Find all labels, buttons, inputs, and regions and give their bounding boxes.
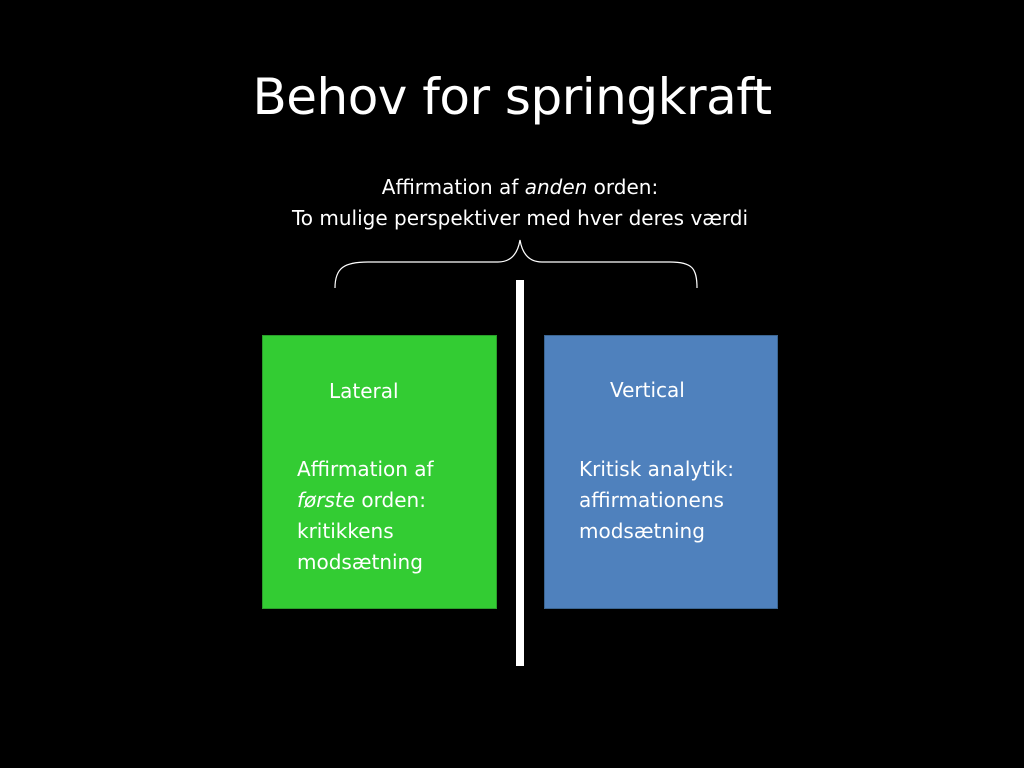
subtitle-line-1-prefix: Affirmation af xyxy=(381,175,525,199)
lateral-heading: Lateral xyxy=(329,379,399,403)
lateral-body: Affirmation af første orden: kritikkens … xyxy=(297,454,487,578)
lateral-body-line-2-suffix: orden: xyxy=(355,488,426,512)
lateral-body-emphasis: første xyxy=(297,488,356,512)
lateral-body-line-2: første orden: xyxy=(297,485,487,516)
subtitle-emphasis: anden xyxy=(524,175,588,199)
lateral-body-line-4: modsætning xyxy=(297,550,423,574)
vertical-divider xyxy=(516,280,524,666)
vertical-body-line-2: affirmationens xyxy=(579,488,724,512)
lateral-body-line-3: kritikkens xyxy=(297,519,394,543)
vertical-box: Vertical Kritisk analytik: affirmationen… xyxy=(544,335,778,609)
curly-brace-shape xyxy=(334,239,698,289)
vertical-body-line-3: modsætning xyxy=(579,519,705,543)
lateral-body-line-1: Affirmation af xyxy=(297,457,434,481)
subtitle-line-2: To mulige perspektiver med hver deres væ… xyxy=(291,206,749,230)
subtitle-line-1: Affirmation af anden orden: xyxy=(0,172,1024,202)
vertical-body: Kritisk analytik: affirmationens modsætn… xyxy=(579,454,769,547)
subtitle-line-1-suffix: orden: xyxy=(587,175,659,199)
vertical-body-line-1: Kritisk analytik: xyxy=(579,457,734,481)
slide-title: Behov for springkraft xyxy=(252,68,772,126)
lateral-box: Lateral Affirmation af første orden: kri… xyxy=(262,335,497,609)
vertical-heading: Vertical xyxy=(610,378,685,402)
